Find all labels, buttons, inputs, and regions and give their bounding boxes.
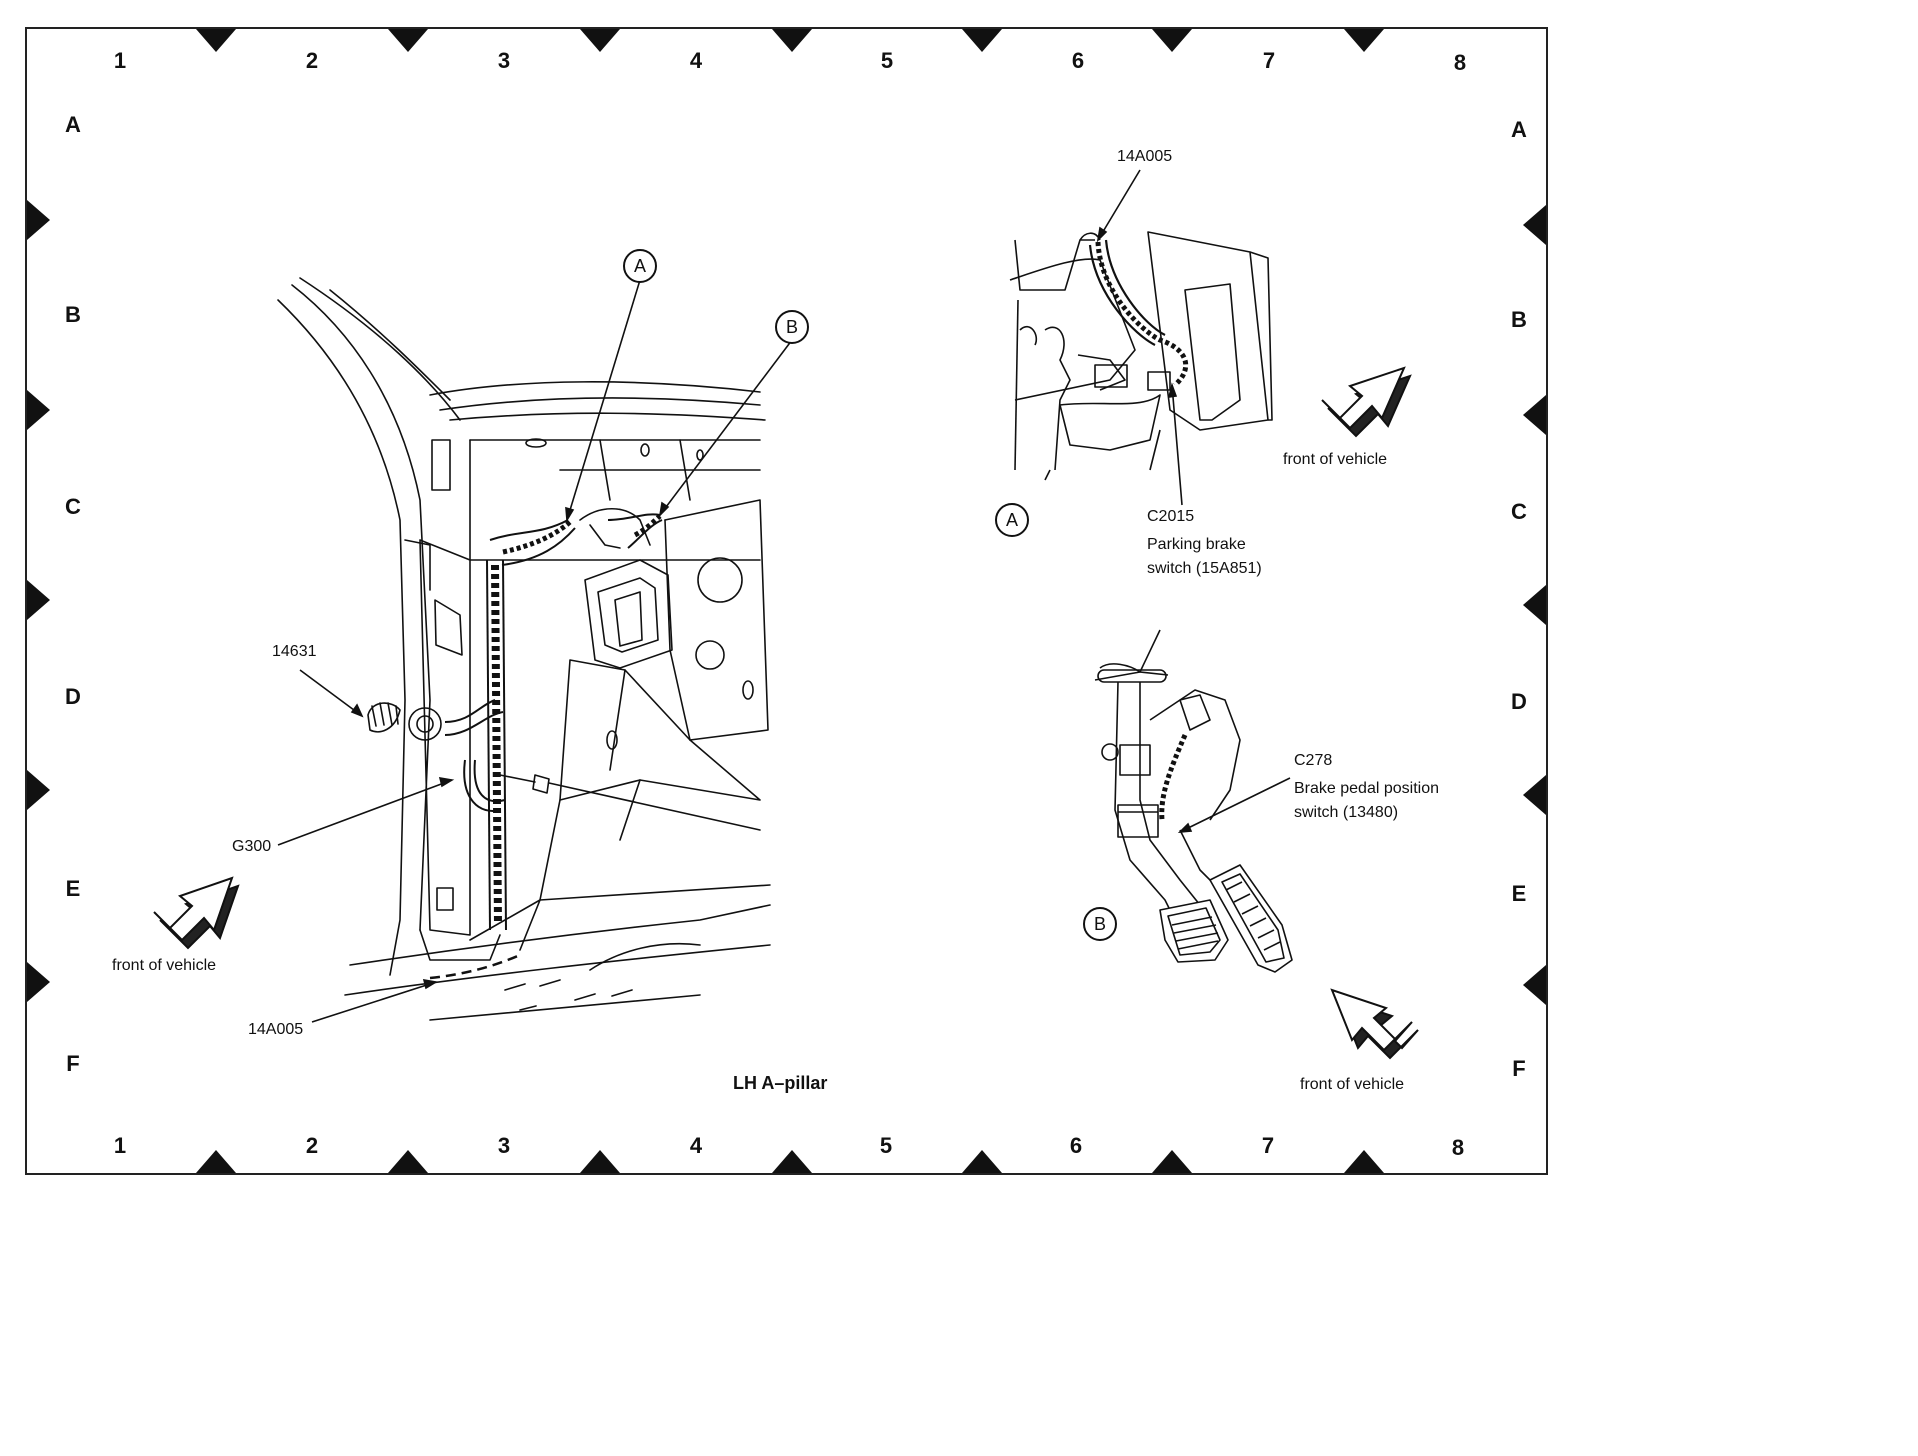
grid-row-c-left: C	[65, 494, 81, 519]
grid-col-6-top: 6	[1071, 48, 1085, 73]
grid-col-7-top: 7	[1262, 48, 1276, 73]
grid-col-1-bottom: 1	[113, 1133, 127, 1158]
front-arrow-icon	[1321, 366, 1412, 438]
label-parking-brake-line2: switch (15A851)	[1147, 560, 1262, 577]
grid-row-c-right: C	[1511, 499, 1527, 524]
label-brake-pedal-line1: Brake pedal position	[1294, 780, 1439, 797]
grid-row-f-right: F	[1512, 1056, 1526, 1081]
label-connector-c2015: C2015	[1147, 508, 1195, 525]
grid-col-3-top: 3	[497, 48, 511, 73]
label-front-of-vehicle-detail-b: front of vehicle	[1300, 1076, 1405, 1093]
grid-col-2-top: 2	[305, 48, 319, 73]
grid-col-7-bottom: 7	[1261, 1133, 1275, 1158]
label-ground-g300: G300	[232, 838, 272, 855]
callout-b-detail: B	[1083, 907, 1117, 941]
grid-row-d-right: D	[1511, 689, 1527, 714]
grid-row-a-right: A	[1511, 117, 1527, 142]
grid-col-4-bottom: 4	[689, 1133, 703, 1158]
grid-col-8-top: 8	[1453, 50, 1467, 75]
grid-row-e-left: E	[65, 876, 81, 901]
grid-marker-icon	[27, 29, 1546, 1173]
callout-a-main: A	[623, 249, 657, 283]
grid-row-a-left: A	[65, 112, 81, 137]
grid-col-1-top: 1	[113, 48, 127, 73]
grid-row-f-left: F	[66, 1051, 80, 1076]
grid-row-d-left: D	[65, 684, 81, 709]
callout-b-main: B	[775, 310, 809, 344]
grid-col-3-bottom: 3	[497, 1133, 511, 1158]
diagram-caption: LH A–pillar	[733, 1073, 828, 1093]
wiring-illustration	[27, 29, 1546, 1173]
label-front-of-vehicle-detail-a: front of vehicle	[1283, 451, 1388, 468]
label-connector-c278: C278	[1294, 752, 1333, 769]
grid-col-5-top: 5	[880, 48, 894, 73]
label-connector-14631: 14631	[272, 643, 317, 660]
label-parking-brake-line1: Parking brake	[1147, 536, 1246, 553]
grid-col-2-bottom: 2	[305, 1133, 319, 1158]
label-brake-pedal-line2: switch (13480)	[1294, 804, 1399, 821]
label-harness-14a005: 14A005	[248, 1021, 304, 1038]
front-arrow-icon	[1330, 988, 1419, 1060]
grid-col-8-bottom: 8	[1451, 1135, 1465, 1160]
label-front-of-vehicle-main: front of vehicle	[112, 957, 217, 974]
grid-row-b-right: B	[1511, 307, 1527, 332]
grid-row-e-right: E	[1511, 881, 1527, 906]
diagram-frame	[25, 27, 1548, 1175]
label-detail-a-harness: 14A005	[1117, 148, 1173, 165]
grid-row-b-left: B	[65, 302, 81, 327]
grid-col-5-bottom: 5	[879, 1133, 893, 1158]
grid-col-6-bottom: 6	[1069, 1133, 1083, 1158]
callout-a-detail: A	[995, 503, 1029, 537]
front-arrow-icon	[153, 876, 240, 950]
grid-col-4-top: 4	[689, 48, 703, 73]
